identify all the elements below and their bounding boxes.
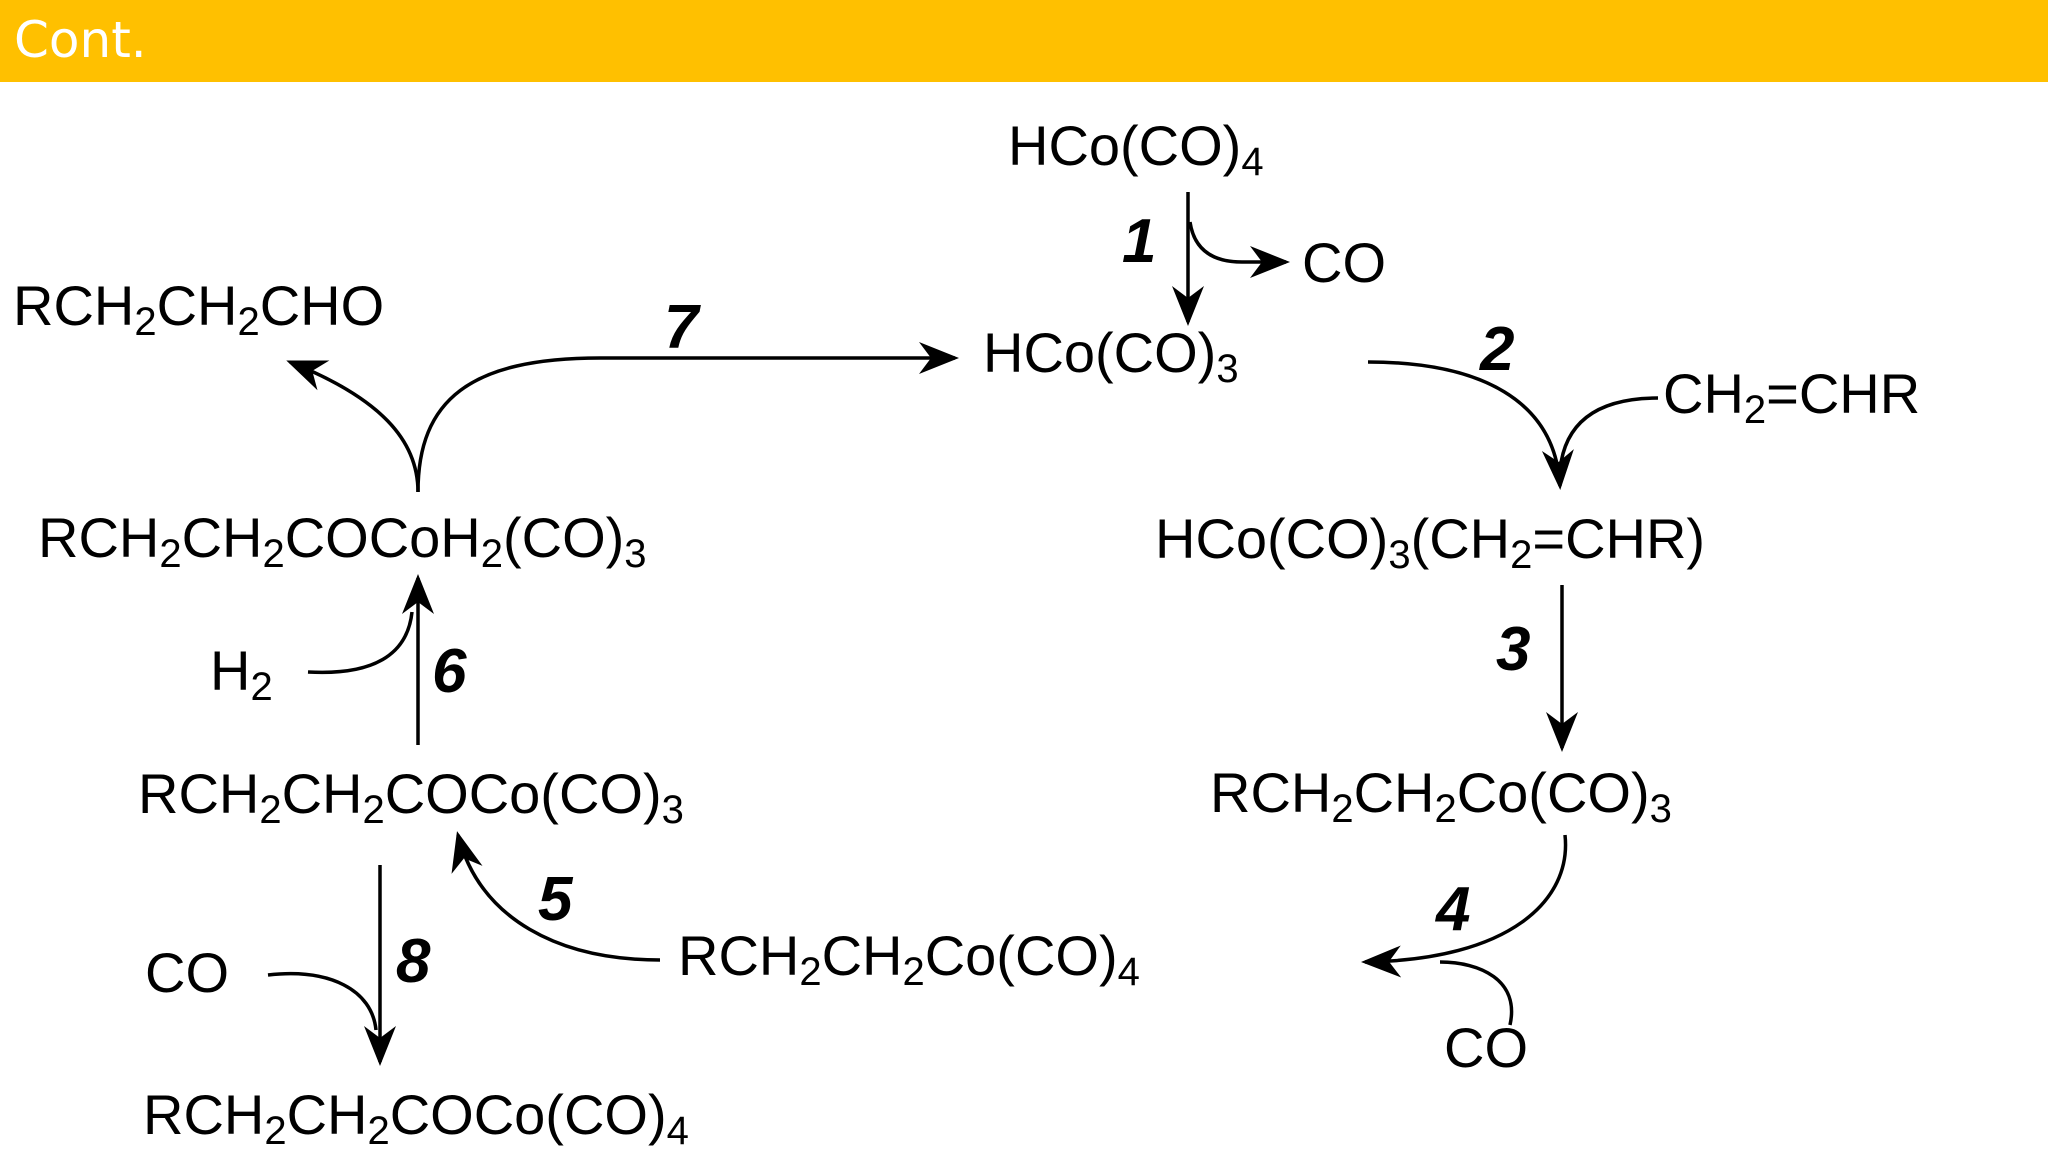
hydrogen-reagent: H2 bbox=[210, 639, 273, 709]
co-added-step4: CO bbox=[1444, 1016, 1528, 1079]
aldehyde-product: RCH2CH2CHO bbox=[13, 274, 384, 344]
dihydride-species: RCH2CH2COCoH2(CO)3 bbox=[38, 506, 647, 576]
arrow-step7-regenerate bbox=[416, 342, 959, 493]
slide-title: Cont. bbox=[14, 11, 147, 69]
step-label-3: 3 bbox=[1496, 615, 1530, 684]
step-label-2: 2 bbox=[1479, 315, 1514, 384]
arrow-step8-co-in bbox=[267, 972, 378, 1031]
alkyl-co3-species: RCH2CH2Co(CO)3 bbox=[1210, 761, 1672, 831]
step-label-8: 8 bbox=[396, 927, 431, 996]
alkene-reagent: CH2=CHR bbox=[1663, 362, 1920, 432]
co-added-step8: CO bbox=[145, 941, 229, 1004]
step-label-7: 7 bbox=[664, 293, 701, 362]
pi-complex-species: HCo(CO)3(CH2=CHR) bbox=[1155, 507, 1705, 577]
arrow-step2-alkene-in bbox=[1558, 396, 1659, 471]
step-label-6: 6 bbox=[432, 637, 467, 706]
arrow-step6-h2-in bbox=[307, 611, 414, 675]
arrow-step2-main bbox=[1367, 360, 1574, 490]
catalytic-cycle-diagram: HCo(CO)4 HCo(CO)3 CO CH2=CHR HCo(CO)3(CH… bbox=[13, 114, 1920, 1152]
arrow-step5 bbox=[451, 831, 661, 962]
hco4-species: HCo(CO)4 bbox=[1008, 114, 1264, 184]
hco3-species: HCo(CO)3 bbox=[983, 321, 1239, 391]
arrow-step4-co-in bbox=[1439, 960, 1514, 1026]
arrow-step4-main bbox=[1361, 834, 1568, 978]
step-label-4: 4 bbox=[1434, 875, 1470, 944]
acyl-co3-species: RCH2CH2COCo(CO)3 bbox=[138, 762, 684, 832]
step-label-5: 5 bbox=[538, 865, 574, 934]
step-label-1: 1 bbox=[1122, 207, 1156, 276]
alkyl-co4-species: RCH2CH2Co(CO)4 bbox=[678, 924, 1140, 994]
acyl-co4-species: RCH2CH2COCo(CO)4 bbox=[143, 1083, 689, 1152]
arrow-step7-aldehyde-out bbox=[286, 360, 420, 493]
co-released-step1: CO bbox=[1302, 231, 1386, 294]
title-bar: Cont. bbox=[0, 0, 2048, 82]
arrow-step1-co-out bbox=[1188, 221, 1290, 278]
